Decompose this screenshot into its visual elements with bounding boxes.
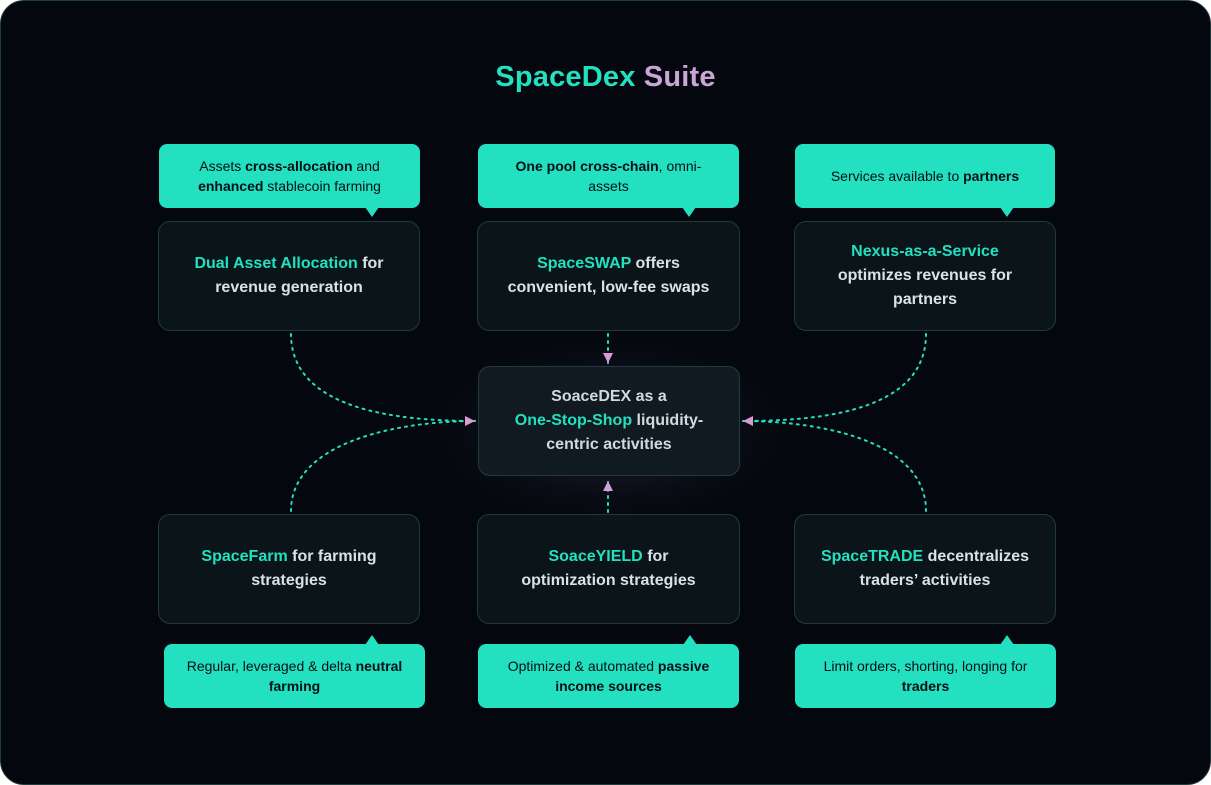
bubble-top-center: One pool cross-chain, omni-assets [478,144,739,217]
card-soaceyield: SoaceYIELD for optimization strategies [477,514,740,624]
arrowhead-left [465,416,475,426]
bubble-tail [1000,635,1014,645]
card-dual-asset-allocation: Dual Asset Allocation for revenue genera… [158,221,420,331]
bubble-tail [365,635,379,645]
card-nexus-as-a-service: Nexus-as-a-Service optimizes revenues fo… [794,221,1056,331]
connector-bottom-left [290,420,476,512]
connector-top-right [742,333,927,422]
bubble-tail [683,635,697,645]
bubble-bottom-center: Optimized & automated passive income sou… [478,635,739,708]
bubble-tail [1000,207,1014,217]
card-spacefarm: SpaceFarm for farming strategies [158,514,420,624]
connector-bottom-right [742,420,927,512]
bubble-tail [365,207,379,217]
title-part-2: Suite [643,61,716,93]
arrowhead-bottom [603,481,613,491]
bubble-top-right: Services available to partners [795,144,1055,217]
card-spaceswap: SpaceSWAP offers convenient, low-fee swa… [477,221,740,331]
bubble-tail [682,207,696,217]
page-title: SpaceDex Suite [1,61,1210,94]
title-part-1: SpaceDex [495,61,636,93]
connector-top-left [290,333,476,422]
bubble-top-left: Assets cross-allocation and enhanced sta… [159,144,420,217]
arrowhead-right [743,416,753,426]
card-spacetrade: SpaceTRADE decentralizes traders’ activi… [794,514,1056,624]
bubble-bottom-left: Regular, leveraged & delta neutral farmi… [164,635,425,708]
bubble-bottom-right: Limit orders, shorting, longing for trad… [795,635,1056,708]
card-center-one-stop-shop: SoaceDEX as a One-Stop-Shop liquidity- c… [478,366,740,476]
arrowhead-top [603,353,613,363]
